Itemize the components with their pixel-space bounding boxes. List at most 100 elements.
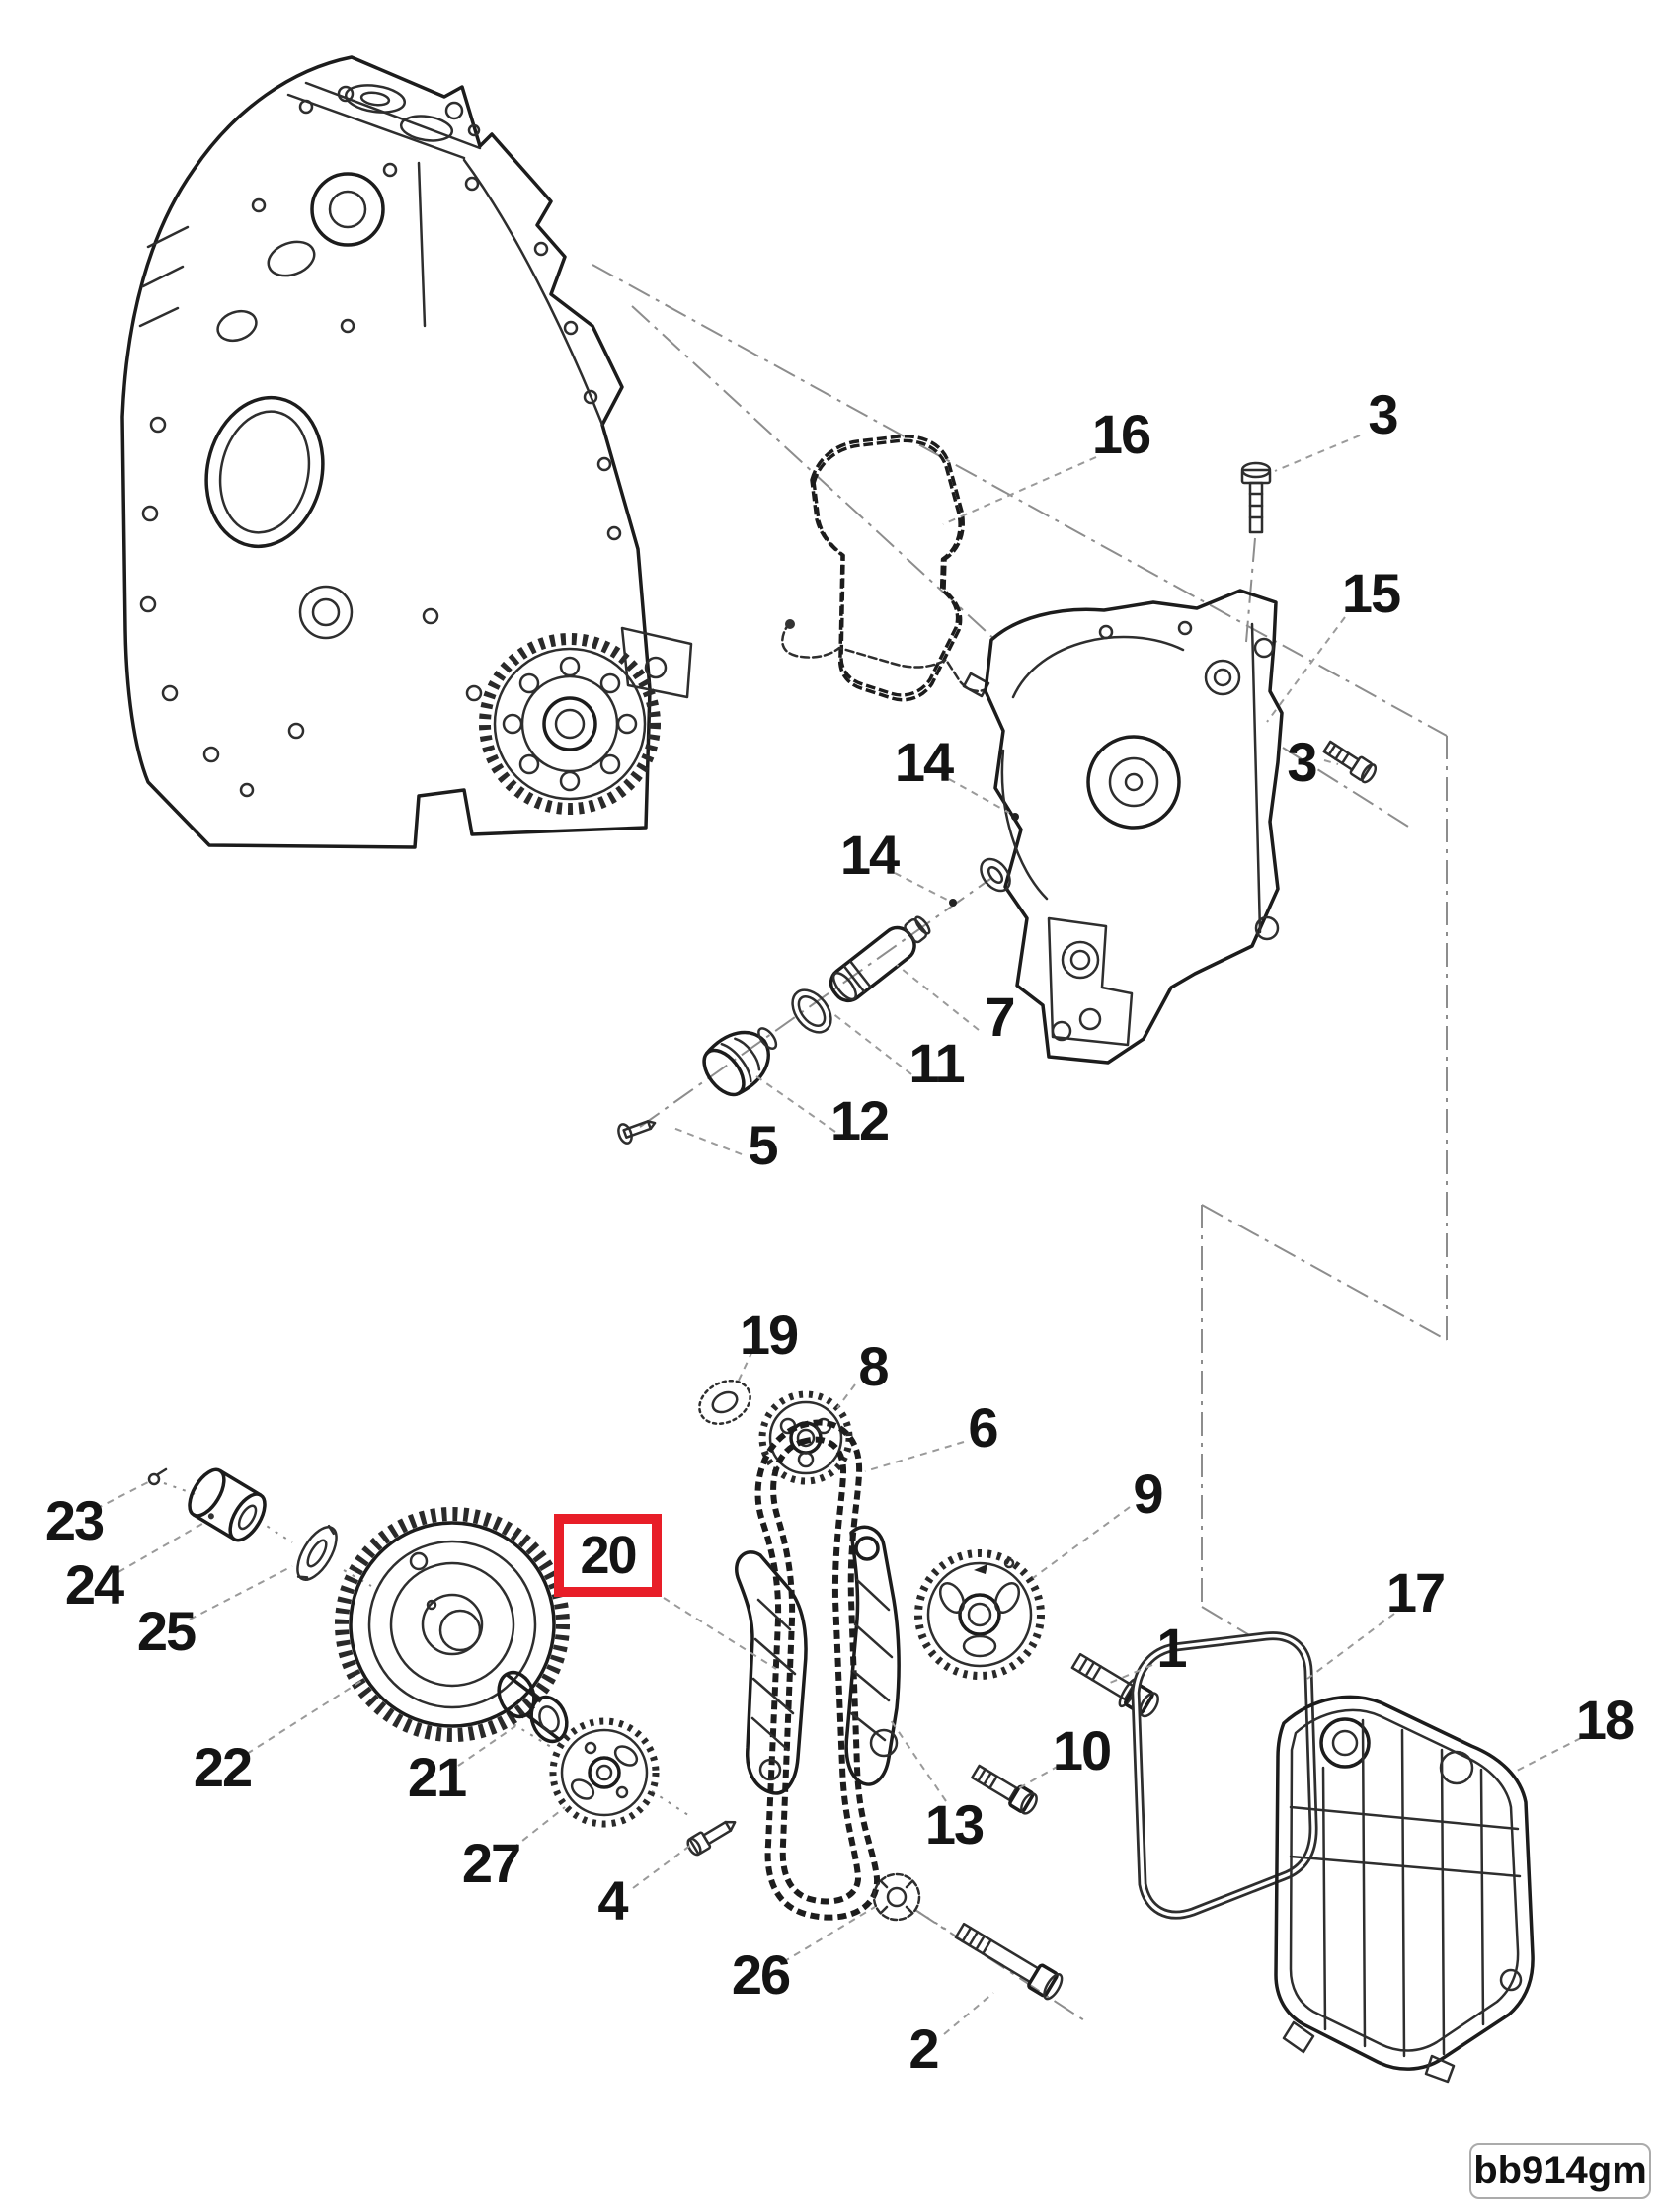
leader-line-3b: [1323, 759, 1339, 765]
construction-line-6: [1245, 537, 1256, 643]
callout-14a[interactable]: 14: [894, 731, 954, 793]
construction-line-3: [1201, 1204, 1448, 1341]
diagram-code-badge: bb914gm: [1469, 2143, 1651, 2199]
leader-line-26: [782, 1906, 876, 1963]
leader-line-5: [672, 1127, 743, 1155]
tensioner-rail-13-drawing: [844, 1525, 901, 1786]
chain-guide-20-drawing: [735, 1550, 808, 1795]
leader-line-15: [1266, 616, 1346, 723]
leader-line-2: [943, 1992, 994, 2035]
callout-25[interactable]: 25: [136, 1600, 197, 1662]
leader-line-19: [736, 1350, 753, 1385]
leader-line-11: [831, 1012, 912, 1075]
timing-chain-6-drawing: [754, 1419, 881, 1921]
gasket-17-drawing: [1131, 1631, 1318, 1920]
leader-line-13: [890, 1719, 947, 1802]
callout-3a[interactable]: 3: [1368, 383, 1398, 445]
pin-23-drawing: [147, 1467, 168, 1486]
leader-line-16: [942, 456, 1097, 525]
bolt-10-drawing: [971, 1764, 1038, 1815]
callout-5[interactable]: 5: [748, 1114, 778, 1176]
callout-19[interactable]: 19: [739, 1304, 799, 1366]
washer-19-drawing: [698, 1380, 751, 1425]
callout-21[interactable]: 21: [407, 1746, 467, 1808]
callout-26[interactable]: 26: [731, 1943, 791, 2006]
leader-line-3a: [1274, 434, 1361, 472]
callout-2[interactable]: 2: [908, 2017, 939, 2080]
sprocket-27-drawing: [549, 1717, 660, 1828]
leader-line-23: [95, 1481, 149, 1510]
callout-13[interactable]: 13: [924, 1793, 985, 1856]
axis-segment-3: [513, 1723, 552, 1748]
axis-segment-1: [258, 1520, 293, 1543]
construction-lines: [163, 264, 1448, 2021]
leader-line-9: [1032, 1506, 1131, 1579]
callout-7[interactable]: 7: [985, 986, 1015, 1048]
idler-gear-22-drawing: [335, 1507, 570, 1742]
callout-6[interactable]: 6: [968, 1396, 998, 1459]
camshaft-sprocket-9-drawing: [914, 1549, 1045, 1680]
construction-line-9: [639, 878, 991, 1128]
leader-dot-14a: [1011, 813, 1019, 821]
construction-line-7: [1282, 747, 1414, 830]
callout-3b[interactable]: 3: [1287, 731, 1317, 793]
washer-26-drawing: [872, 1872, 921, 1922]
bolt-4-drawing: [686, 1820, 737, 1856]
leader-line-7: [896, 964, 980, 1031]
leader-line-10: [1016, 1765, 1060, 1790]
callout-10[interactable]: 10: [1052, 1719, 1112, 1781]
callout-23[interactable]: 23: [44, 1489, 105, 1551]
construction-line-5: [1201, 1606, 1257, 1640]
callout-15[interactable]: 15: [1341, 562, 1401, 624]
timing-cover-18-drawing: [1274, 1695, 1535, 2084]
oil-pump-15-drawing: [980, 589, 1284, 1065]
highlighted-callout-box-20[interactable]: 20: [554, 1514, 662, 1597]
callout-17[interactable]: 17: [1385, 1561, 1446, 1623]
callout-14b[interactable]: 14: [839, 824, 900, 886]
callout-leader-lines: [95, 434, 1582, 2035]
construction-line-0: [592, 264, 1448, 737]
cylinder-24-drawing: [188, 1467, 267, 1542]
leader-line-6: [864, 1441, 965, 1472]
callout-9[interactable]: 9: [1133, 1462, 1163, 1525]
crankshaft-gear-drawing: [479, 633, 661, 815]
callout-27[interactable]: 27: [461, 1832, 521, 1894]
gasket-16-drawing: [781, 434, 990, 702]
leader-line-22: [246, 1680, 362, 1755]
leader-line-24: [118, 1520, 208, 1573]
bolt-3-top-drawing: [1240, 461, 1272, 534]
leader-line-27: [512, 1806, 566, 1850]
callout-4[interactable]: 4: [597, 1869, 628, 1932]
bolt-2-drawing: [954, 1922, 1064, 2001]
callout-18[interactable]: 18: [1575, 1689, 1635, 1751]
washer-25-drawing: [296, 1524, 338, 1581]
o-ring-11-drawing: [791, 988, 832, 1034]
callout-22[interactable]: 22: [193, 1736, 253, 1798]
leader-dot-14b: [949, 899, 957, 907]
callout-24[interactable]: 24: [64, 1553, 124, 1616]
leader-line-18: [1514, 1737, 1582, 1773]
cap-12-drawing: [702, 1027, 778, 1097]
engine-block-drawing: [120, 55, 693, 849]
screw-5-drawing: [617, 1120, 657, 1145]
bolt-3-right-drawing: [1322, 740, 1378, 784]
callout-1[interactable]: 1: [1156, 1617, 1187, 1679]
highlighted-callout-label: 20: [580, 1526, 637, 1585]
callout-11[interactable]: 11: [908, 1032, 965, 1094]
leader-line-20: [663, 1597, 777, 1670]
callout-16[interactable]: 16: [1091, 403, 1151, 465]
leader-line-21: [457, 1725, 516, 1767]
callout-12[interactable]: 12: [830, 1089, 890, 1151]
leader-line-17: [1306, 1613, 1395, 1680]
leader-line-12: [755, 1075, 836, 1133]
leader-line-14b: [894, 872, 948, 901]
leader-line-14a: [948, 778, 1010, 814]
leader-line-4: [632, 1844, 692, 1889]
leader-line-8: [836, 1383, 856, 1409]
callout-8[interactable]: 8: [858, 1335, 889, 1397]
bushing-21-drawing: [497, 1670, 569, 1744]
axis-segment-4: [651, 1790, 692, 1818]
plunger-7-drawing: [829, 915, 931, 1003]
